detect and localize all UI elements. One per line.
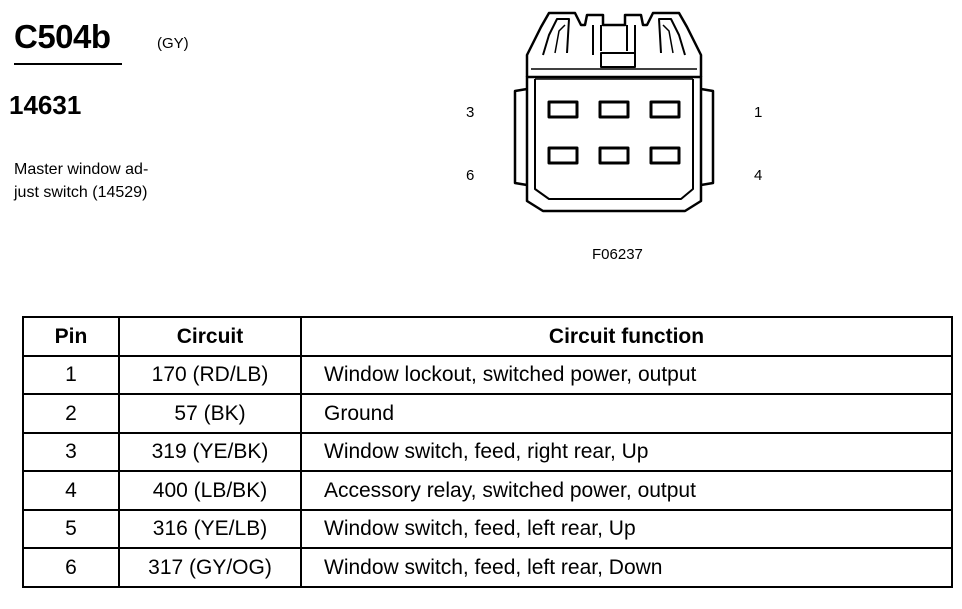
cell-function: Accessory relay, switched power, output (300, 470, 953, 511)
cell-circuit: 400 (LB/BK) (118, 470, 302, 511)
table-row: 5 316 (YE/LB) Window switch, feed, left … (22, 508, 953, 549)
pin-label-3: 3 (466, 104, 475, 121)
figure-id: F06237 (592, 246, 643, 263)
cell-circuit: 170 (RD/LB) (118, 354, 302, 395)
part-number: 14631 (9, 90, 82, 120)
latch-right-arm-inner (662, 24, 674, 54)
connector-right-ear (700, 87, 715, 187)
cell-function: Window switch, feed, left rear, Down (300, 547, 953, 588)
component-description: Master window ad- just switch (14529) (14, 158, 148, 204)
table-row: 3 319 (YE/BK) Window switch, feed, right… (22, 431, 953, 472)
connector-color: (GY) (157, 35, 189, 52)
cell-function: Window lockout, switched power, output (300, 354, 953, 395)
latch-center-tab (600, 52, 636, 68)
cell-circuit: 317 (GY/OG) (118, 547, 302, 588)
pin-cavity-5 (598, 146, 630, 165)
header-circuit: Circuit (118, 316, 302, 357)
pin-cavity-6 (547, 146, 579, 165)
latch-left-arm-inner (554, 24, 566, 54)
latch-left-arm (542, 18, 570, 56)
cell-function: Window switch, feed, left rear, Up (300, 508, 953, 549)
header-circuit-function: Circuit function (300, 316, 953, 357)
cell-circuit: 57 (BK) (118, 393, 302, 434)
cell-function: Ground (300, 393, 953, 434)
cell-circuit: 319 (YE/BK) (118, 431, 302, 472)
table-row: 4 400 (LB/BK) Accessory relay, switched … (22, 470, 953, 511)
cell-pin: 6 (22, 547, 120, 588)
description-line-2: just switch (14529) (14, 184, 148, 201)
connector-body (525, 75, 703, 213)
latch-center-left-post (592, 25, 602, 55)
cell-circuit: 316 (YE/LB) (118, 508, 302, 549)
pin-cavity-2 (598, 100, 630, 119)
connector-id: C504b (14, 18, 111, 55)
cell-pin: 1 (22, 354, 120, 395)
latch-base-line (531, 68, 697, 80)
cell-pin: 2 (22, 393, 120, 434)
pin-cavity-1 (649, 100, 681, 119)
table-row: 1 170 (RD/LB) Window lockout, switched p… (22, 354, 953, 395)
pin-label-6: 6 (466, 167, 475, 184)
pin-label-1: 1 (754, 104, 763, 121)
cell-function: Window switch, feed, right rear, Up (300, 431, 953, 472)
pin-cavity-3 (547, 100, 579, 119)
latch-center-right-post (626, 25, 636, 55)
header-pin: Pin (22, 316, 120, 357)
cell-pin: 4 (22, 470, 120, 511)
pin-label-4: 4 (754, 167, 763, 184)
cell-pin: 5 (22, 508, 120, 549)
connector-latch-outline (525, 11, 703, 77)
pin-circuit-table: Pin Circuit Circuit function 1 170 (RD/L… (22, 316, 953, 588)
table-row: 2 57 (BK) Ground (22, 393, 953, 434)
pin-cavity-4 (649, 146, 681, 165)
cell-pin: 3 (22, 431, 120, 472)
connector-shroud (534, 79, 694, 200)
connector-left-ear (513, 87, 528, 187)
table-row: 6 317 (GY/OG) Window switch, feed, left … (22, 547, 953, 588)
description-line-1: Master window ad- (14, 161, 149, 178)
connector-id-underline (14, 63, 122, 65)
table-header-row: Pin Circuit Circuit function (22, 316, 953, 357)
latch-right-arm (658, 18, 686, 56)
connector-face-drawing (513, 11, 715, 213)
